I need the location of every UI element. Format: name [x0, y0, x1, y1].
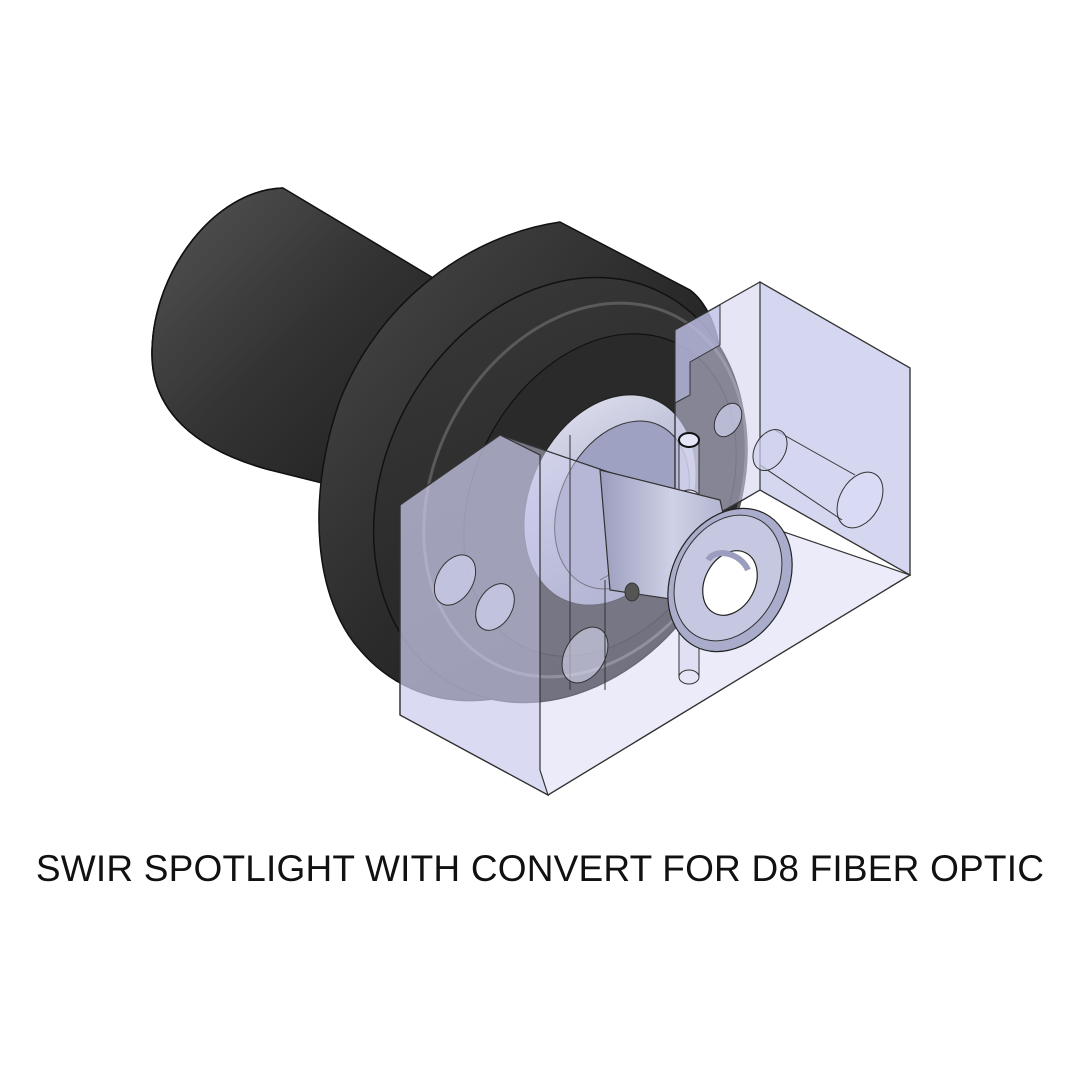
transparent-front-block	[399, 434, 912, 797]
product-caption: SWIR SPOTLIGHT WITH CONVERT FOR D8 FIBER…	[35, 848, 1045, 889]
transparent-mount-block	[599, 280, 911, 581]
fiber-ferrule-adapter	[599, 469, 793, 653]
